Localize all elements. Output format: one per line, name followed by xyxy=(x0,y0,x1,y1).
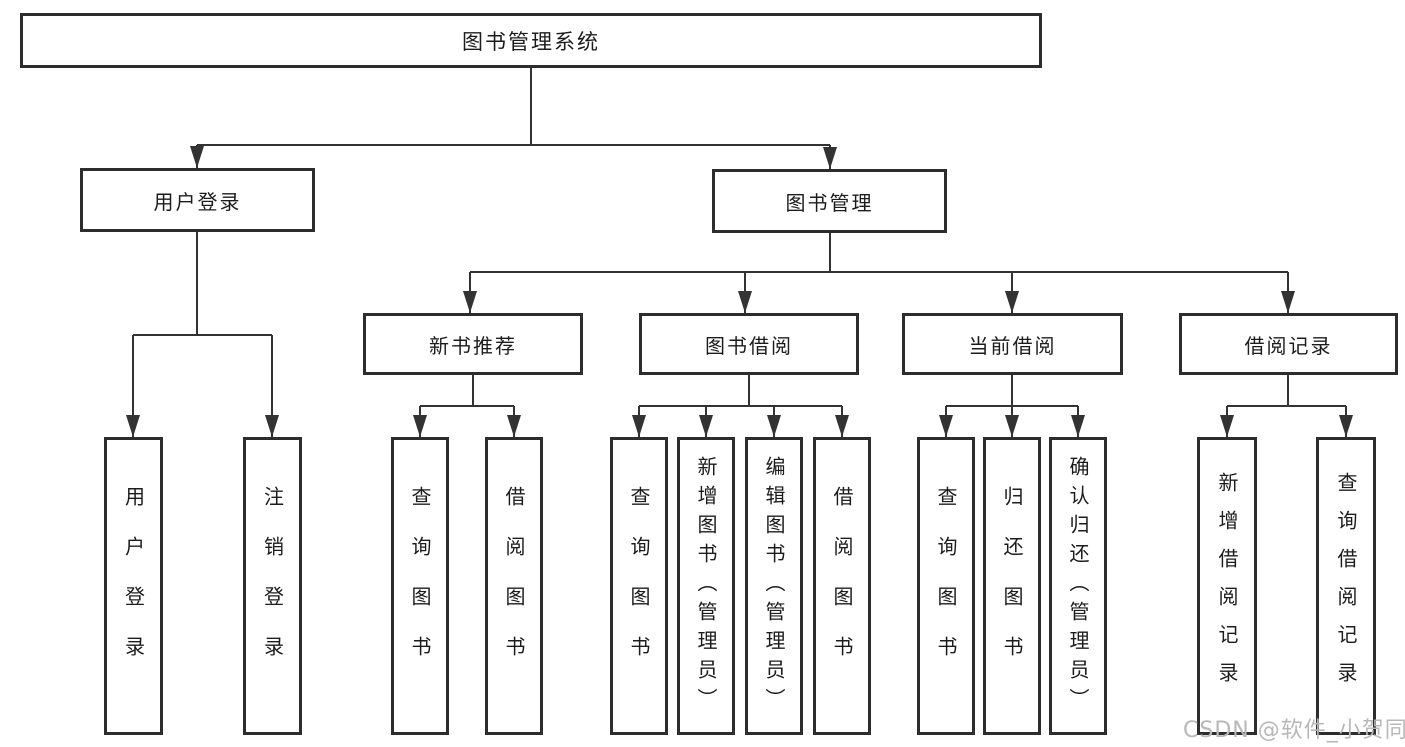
node-leaf-query-books-borrow: 查询图书 xyxy=(610,437,668,735)
leaf-label: 借阅图书 xyxy=(830,486,854,686)
leaf-label: 查询图书 xyxy=(934,486,958,686)
node-leaf-add-book-admin: 新增图书（管理员） xyxy=(677,437,735,735)
node-library-management-system: 图书管理系统 xyxy=(20,13,1042,68)
leaf-label: 新增借阅记录 xyxy=(1215,472,1239,700)
node-leaf-return-book: 归还图书 xyxy=(983,437,1041,735)
node-book-borrow: 图书借阅 xyxy=(639,313,859,375)
node-leaf-borrow-book: 借阅图书 xyxy=(813,437,871,735)
leaf-label: 借阅图书 xyxy=(502,486,526,686)
node-leaf-edit-book-admin: 编辑图书（管理员） xyxy=(745,437,803,735)
node-book-management: 图书管理 xyxy=(712,169,947,233)
node-leaf-query-borrow-record: 查询借阅记录 xyxy=(1316,437,1376,735)
leaf-label: 新增图书（管理员） xyxy=(694,455,718,717)
node-leaf-confirm-return-admin: 确认归还（管理员） xyxy=(1049,437,1107,735)
leaf-label: 编辑图书（管理员） xyxy=(762,455,786,717)
node-leaf-user-login: 用户登录 xyxy=(104,437,163,735)
node-current-borrow: 当前借阅 xyxy=(902,313,1123,375)
leaf-label: 确认归还（管理员） xyxy=(1066,455,1090,717)
leaf-label: 注销登录 xyxy=(260,486,285,686)
node-leaf-query-books-current: 查询图书 xyxy=(917,437,975,735)
leaf-label: 查询借阅记录 xyxy=(1334,472,1358,700)
leaf-label: 用户登录 xyxy=(121,486,146,686)
node-borrow-records: 借阅记录 xyxy=(1179,313,1398,375)
node-leaf-query-books-recommend: 查询图书 xyxy=(391,437,449,735)
leaf-label: 查询图书 xyxy=(408,486,432,686)
node-user-login: 用户登录 xyxy=(80,168,315,232)
leaf-label: 归还图书 xyxy=(1000,486,1024,686)
node-leaf-add-borrow-record: 新增借阅记录 xyxy=(1197,437,1257,735)
node-leaf-logout: 注销登录 xyxy=(243,437,302,735)
watermark-text: CSDN @软件_小贺同学 xyxy=(1183,718,1405,743)
leaf-label: 查询图书 xyxy=(627,486,651,686)
node-leaf-borrow-books-recommend: 借阅图书 xyxy=(485,437,543,735)
node-new-book-recommend: 新书推荐 xyxy=(363,313,583,375)
